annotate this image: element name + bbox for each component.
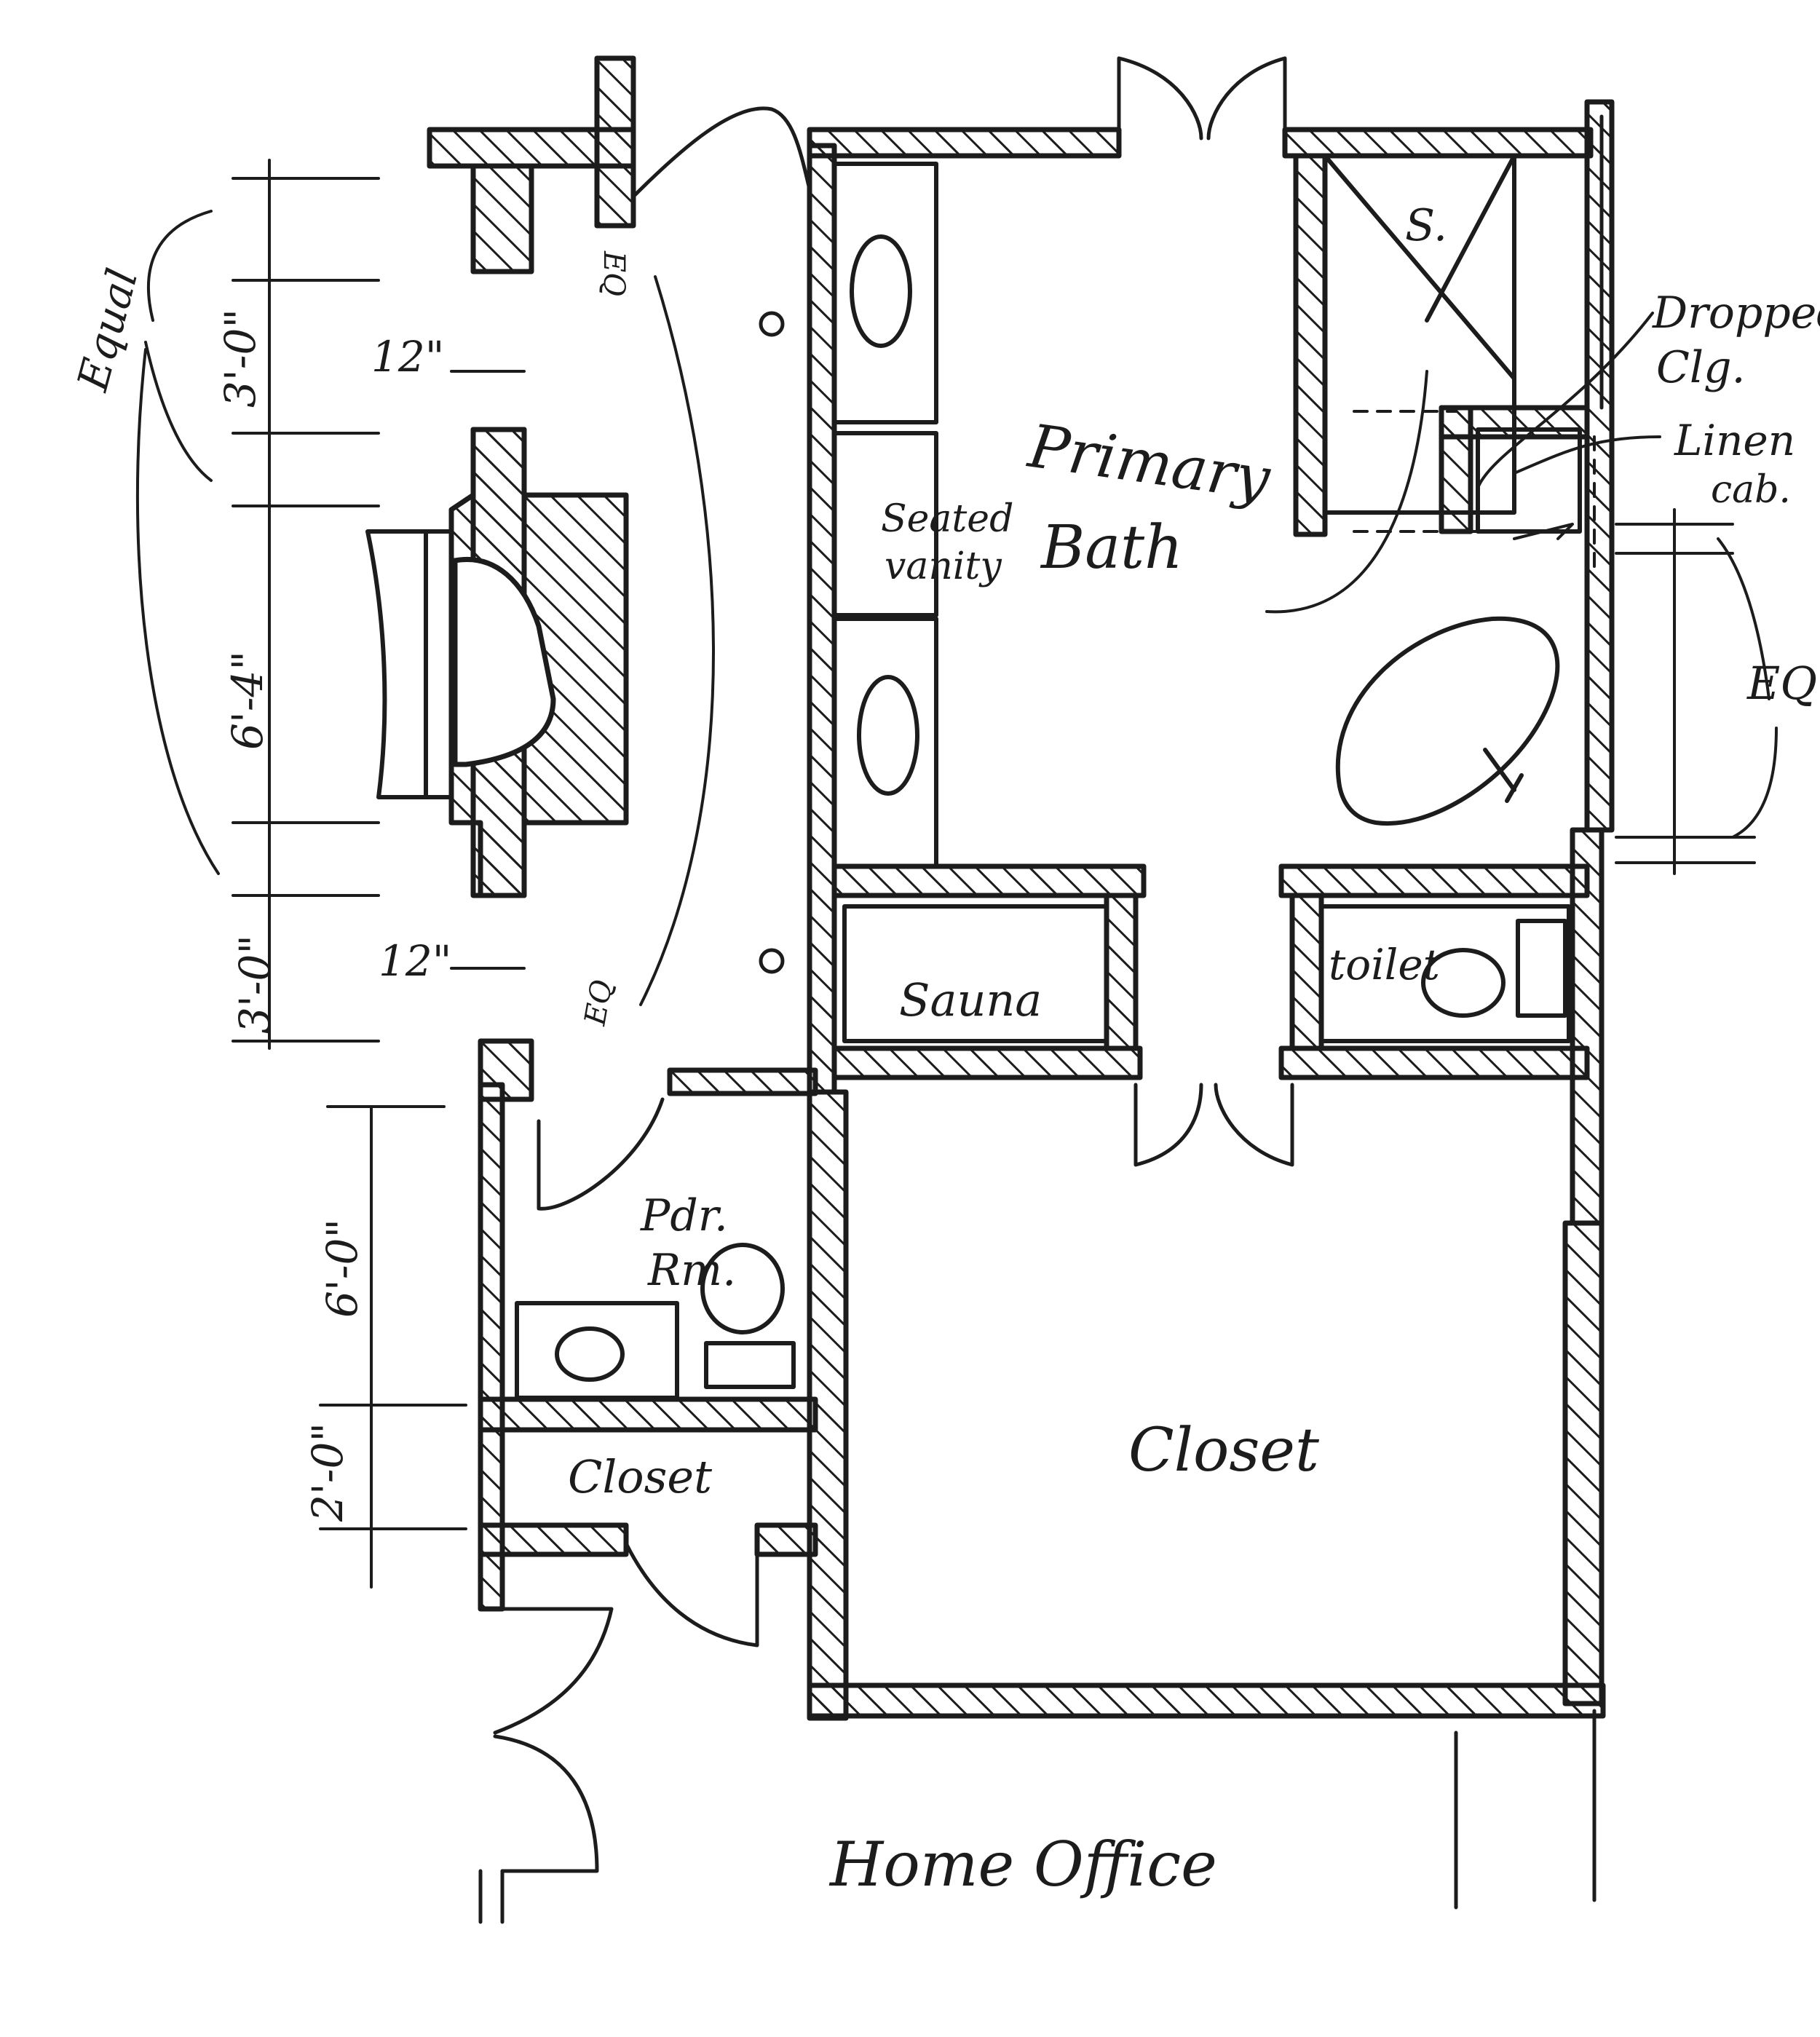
- dim-12-bottom: 12": [379, 936, 451, 986]
- home-office-label: Home Office: [828, 1829, 1217, 1900]
- dropped-clg-label-1: Dropped: [1652, 288, 1820, 339]
- dim-3-0-top: 3'-0": [215, 309, 265, 408]
- eq-top-label: EQ: [597, 250, 630, 296]
- closet-small-label: Closet: [568, 1450, 712, 1503]
- powder-room-label-2: Rm.: [647, 1245, 736, 1296]
- linen-cab-label-2: cab.: [1711, 468, 1791, 512]
- linen-cab-label-1: Linen: [1674, 416, 1795, 465]
- room-labels: Primary Bath Seated vanity S. Sauna toil…: [568, 200, 1447, 1900]
- fireplace-hearth: [365, 507, 454, 825]
- dimension-lines: [135, 159, 1778, 1589]
- closet-outline: [1454, 114, 1604, 1910]
- closet-main-label: Closet: [1128, 1416, 1320, 1485]
- dim-6-4: 6'-4": [223, 651, 272, 750]
- shower-label: S.: [1405, 200, 1447, 251]
- eq-bottom-label: EQ: [578, 978, 619, 1029]
- sauna-label: Sauna: [899, 973, 1042, 1027]
- primary-bath-label-2: Bath: [1040, 513, 1183, 582]
- fixtures: [515, 154, 1582, 1400]
- dim-3-0-bottom: 3'-0": [230, 935, 280, 1034]
- equal-label: Equal: [68, 264, 148, 397]
- primary-bath-label-1: Primary: [1023, 411, 1275, 514]
- dim-2-0: 2'-0": [303, 1423, 352, 1522]
- seated-vanity-label-1: Seated: [881, 497, 1013, 541]
- powder-room-label-1: Pdr.: [640, 1190, 728, 1241]
- toilet-label: toilet: [1329, 940, 1441, 989]
- wall-fixtures: [759, 311, 785, 974]
- dimension-labels: 3'-0" 6'-4" 3'-0" 12" 12" 6'-0" 2'-0": [215, 309, 451, 1522]
- eq-right-label: EQ: [1746, 657, 1817, 710]
- dropped-clg-label-2: Clg.: [1656, 342, 1746, 393]
- walls: [427, 55, 1615, 1721]
- annotation-labels: Equal Dropped Clg. Linen cab. EQ EQ EQ: [68, 250, 1820, 1029]
- dim-6-0: 6'-0": [317, 1219, 367, 1318]
- doors: [478, 56, 1294, 1924]
- fireplace-firebox: [452, 557, 556, 767]
- seated-vanity-label-2: vanity: [885, 545, 1002, 588]
- dim-12-top: 12": [371, 332, 444, 381]
